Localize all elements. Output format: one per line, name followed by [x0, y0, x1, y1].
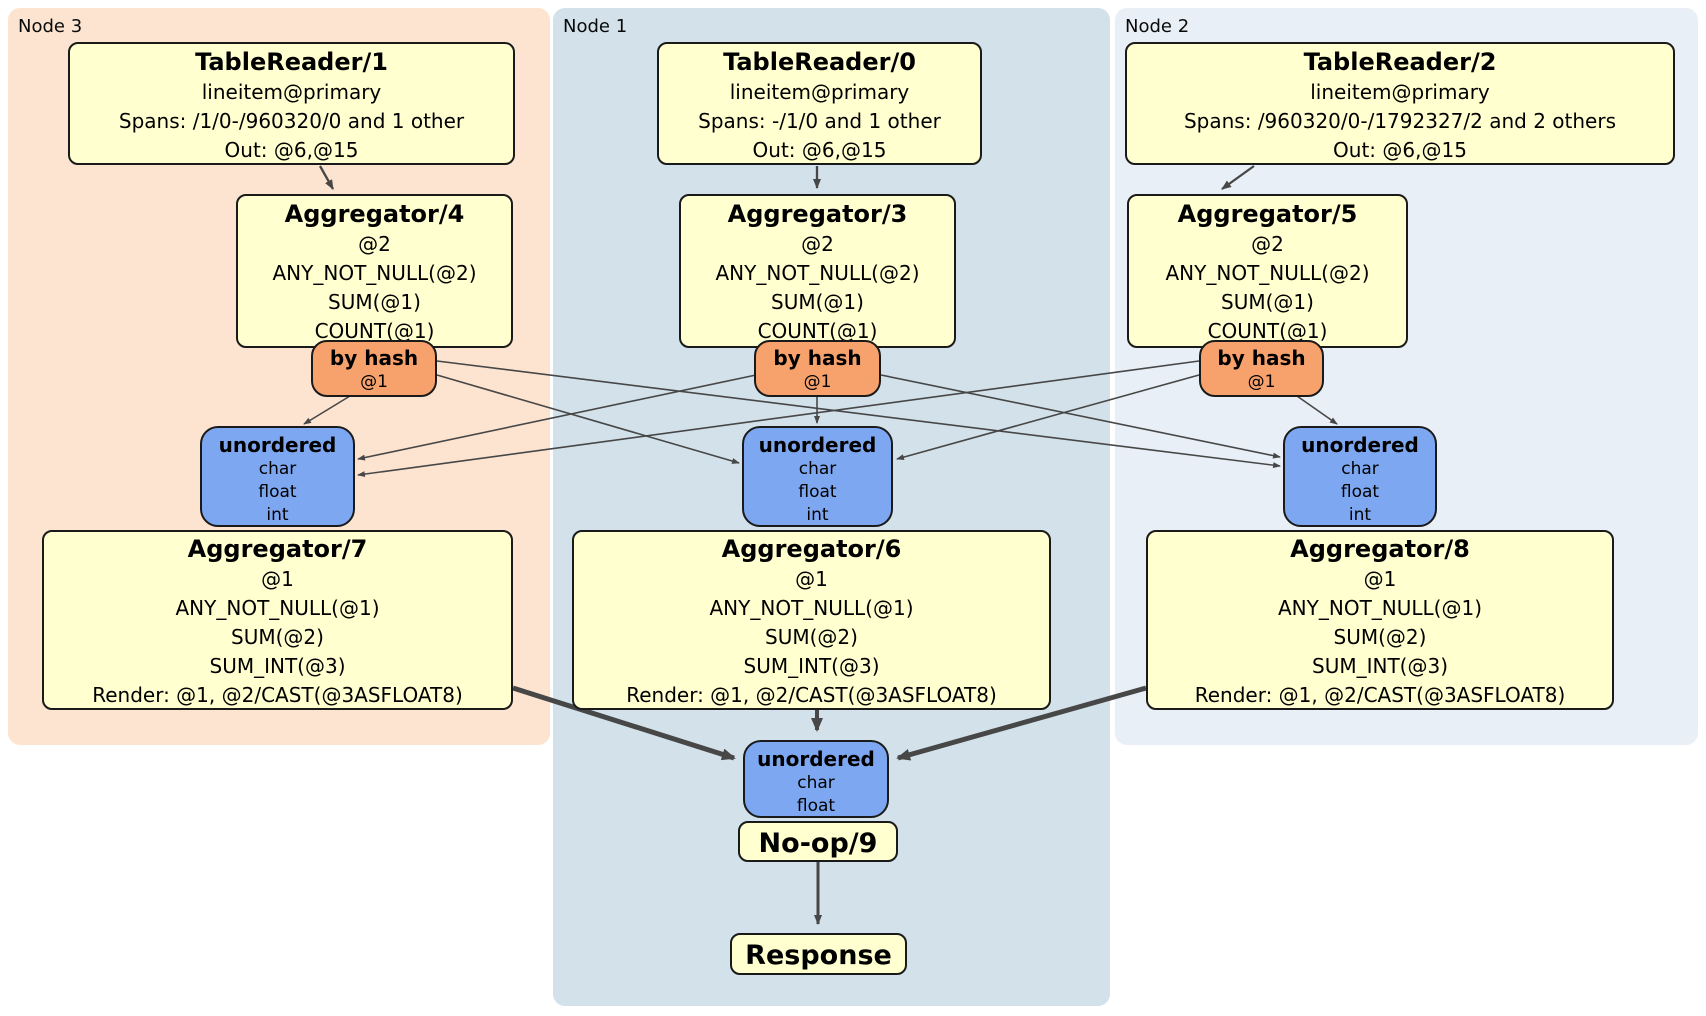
aggregator3-groupcols: @2	[801, 232, 834, 256]
aggregator8-render: Render: @1, @2/CAST(@3ASFLOAT8)	[1194, 683, 1566, 707]
sync-col-float: float	[258, 482, 297, 502]
node3-unordered-sync: unordered char float int	[200, 426, 355, 527]
aggregator4-title: Aggregator/4	[284, 200, 465, 228]
aggregator3-fn2: SUM(@1)	[771, 290, 864, 314]
aggregator7-fn1: ANY_NOT_NULL(@1)	[175, 596, 380, 620]
tablereader2-out: Out: @6,@15	[1333, 138, 1467, 162]
node2-unordered-sync: unordered char float int	[1283, 426, 1437, 527]
response-box: Response	[730, 933, 907, 975]
tablereader0-out: Out: @6,@15	[752, 138, 887, 162]
tablereader1-spans: Spans: /1/0-/960320/0 and 1 other	[118, 109, 465, 133]
router-key: @1	[360, 372, 388, 392]
tablereader1-title: TableReader/1	[195, 48, 388, 76]
node1-by-hash-router: by hash @1	[754, 340, 881, 397]
tablereader0-index: lineitem@primary	[729, 80, 910, 104]
router-key: @1	[1247, 372, 1276, 392]
tablereader2-spans: Spans: /960320/0-/1792327/2 and 2 others	[1183, 109, 1616, 133]
sync-title: unordered	[758, 433, 877, 457]
sync-col-char: char	[1341, 459, 1379, 479]
aggregator8-box: Aggregator/8 @1 ANY_NOT_NULL(@1) SUM(@2)…	[1146, 530, 1614, 710]
aggregator6-fn3: SUM_INT(@3)	[743, 654, 880, 678]
aggregator7-box: Aggregator/7 @1 ANY_NOT_NULL(@1) SUM(@2)…	[42, 530, 513, 710]
node2-label: Node 2	[1125, 16, 1190, 37]
tablereader0-spans: Spans: -/1/0 and 1 other	[698, 109, 941, 133]
aggregator5-box: Aggregator/5 @2 ANY_NOT_NULL(@2) SUM(@1)…	[1127, 194, 1408, 348]
aggregator4-fn2: SUM(@1)	[328, 290, 421, 314]
aggregator3-box: Aggregator/3 @2 ANY_NOT_NULL(@2) SUM(@1)…	[679, 194, 956, 348]
sync-col-char: char	[797, 773, 835, 793]
aggregator5-fn1: ANY_NOT_NULL(@2)	[1165, 261, 1370, 285]
aggregator6-title: Aggregator/6	[721, 535, 902, 563]
noop-title: No-op/9	[758, 828, 878, 859]
node2-by-hash-router: by hash @1	[1199, 340, 1324, 397]
aggregator3-title: Aggregator/3	[727, 200, 908, 228]
sync-title: unordered	[757, 747, 875, 771]
aggregator6-render: Render: @1, @2/CAST(@3ASFLOAT8)	[626, 683, 997, 707]
tablereader2-title: TableReader/2	[1303, 48, 1497, 76]
aggregator3-fn1: ANY_NOT_NULL(@2)	[715, 261, 920, 285]
aggregator4-fn1: ANY_NOT_NULL(@2)	[272, 261, 477, 285]
sync-col-char: char	[258, 459, 297, 479]
aggregator4-groupcols: @2	[358, 232, 391, 256]
router-key: @1	[803, 372, 832, 392]
final-unordered-sync: unordered char float	[743, 740, 889, 818]
tablereader1-index: lineitem@primary	[201, 80, 382, 104]
aggregator7-title: Aggregator/7	[187, 535, 368, 563]
aggregator4-fn3: COUNT(@1)	[314, 319, 435, 343]
aggregator7-fn2: SUM(@2)	[231, 625, 324, 649]
tablereader2-index: lineitem@primary	[1310, 80, 1490, 104]
sync-title: unordered	[218, 433, 337, 457]
node1-label: Node 1	[563, 16, 628, 37]
router-title: by hash	[1217, 346, 1306, 370]
router-title: by hash	[329, 346, 419, 370]
sync-col-int: int	[806, 505, 829, 525]
aggregator6-box: Aggregator/6 @1 ANY_NOT_NULL(@1) SUM(@2)…	[572, 530, 1051, 710]
tablereader1-box: TableReader/1 lineitem@primary Spans: /1…	[68, 42, 515, 165]
sync-title: unordered	[1301, 433, 1419, 457]
aggregator3-fn3: COUNT(@1)	[757, 319, 878, 343]
aggregator8-fn3: SUM_INT(@3)	[1312, 654, 1448, 678]
aggregator7-groupcols: @1	[261, 567, 294, 591]
sync-col-float: float	[796, 796, 836, 816]
tablereader0-title: TableReader/0	[723, 48, 916, 76]
aggregator7-fn3: SUM_INT(@3)	[209, 654, 346, 678]
response-title: Response	[745, 940, 892, 971]
aggregator5-groupcols: @2	[1251, 232, 1284, 256]
aggregator8-fn1: ANY_NOT_NULL(@1)	[1278, 596, 1482, 620]
aggregator8-fn2: SUM(@2)	[1333, 625, 1427, 649]
sync-col-char: char	[798, 459, 837, 479]
tablereader2-box: TableReader/2 lineitem@primary Spans: /9…	[1125, 42, 1675, 165]
node1-unordered-sync: unordered char float int	[742, 426, 893, 527]
sync-col-float: float	[798, 482, 837, 502]
noop-box: No-op/9	[738, 821, 898, 862]
aggregator5-fn2: SUM(@1)	[1221, 290, 1314, 314]
sync-col-int: int	[1348, 505, 1372, 525]
aggregator4-box: Aggregator/4 @2 ANY_NOT_NULL(@2) SUM(@1)…	[236, 194, 513, 348]
tablereader1-out: Out: @6,@15	[224, 138, 359, 162]
aggregator6-groupcols: @1	[795, 567, 828, 591]
sync-col-float: float	[1340, 482, 1380, 502]
aggregator6-fn2: SUM(@2)	[765, 625, 858, 649]
aggregator8-title: Aggregator/8	[1290, 535, 1470, 563]
node3-label: Node 3	[18, 16, 83, 37]
aggregator5-title: Aggregator/5	[1177, 200, 1358, 228]
node3-by-hash-router: by hash @1	[311, 340, 437, 397]
tablereader0-box: TableReader/0 lineitem@primary Spans: -/…	[657, 42, 982, 165]
sync-col-int: int	[266, 505, 289, 525]
aggregator7-render: Render: @1, @2/CAST(@3ASFLOAT8)	[92, 683, 463, 707]
aggregator6-fn1: ANY_NOT_NULL(@1)	[709, 596, 914, 620]
aggregator8-groupcols: @1	[1363, 567, 1397, 591]
router-title: by hash	[773, 346, 862, 370]
aggregator5-fn3: COUNT(@1)	[1207, 319, 1328, 343]
